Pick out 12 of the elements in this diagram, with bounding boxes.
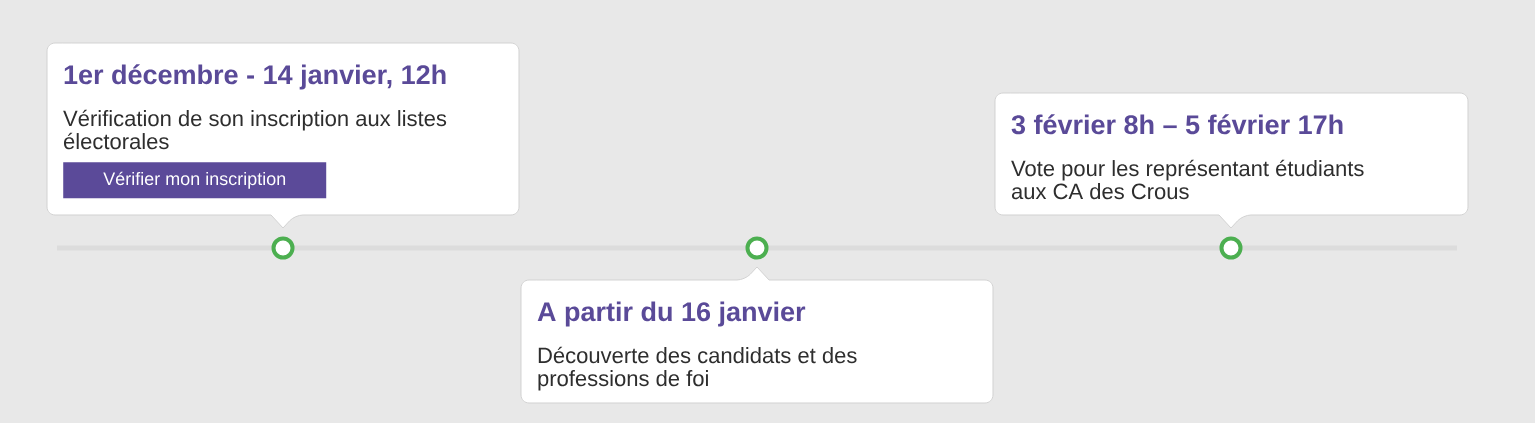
callout-card <box>520 266 994 404</box>
ring-marker <box>1219 236 1243 260</box>
date-heading: 3 février 8h – 5 février 17h <box>1011 114 1343 135</box>
description: Vote pour les représentant étudiants aux CA des Crous <box>1011 159 1364 200</box>
description: Vérification de son inscription aux listes électorales <box>63 109 447 150</box>
description: Découverte des candidats et des professions de foi <box>538 346 857 391</box>
action-button: Vérifier mon inscription <box>63 162 327 199</box>
date-heading: A partir du 16 janvier <box>537 301 806 327</box>
date-heading: 1er décembre - 14 janvier, 12h <box>64 64 446 90</box>
ring-marker <box>271 236 295 260</box>
callout-card <box>994 92 1469 229</box>
ring-marker <box>745 236 769 260</box>
